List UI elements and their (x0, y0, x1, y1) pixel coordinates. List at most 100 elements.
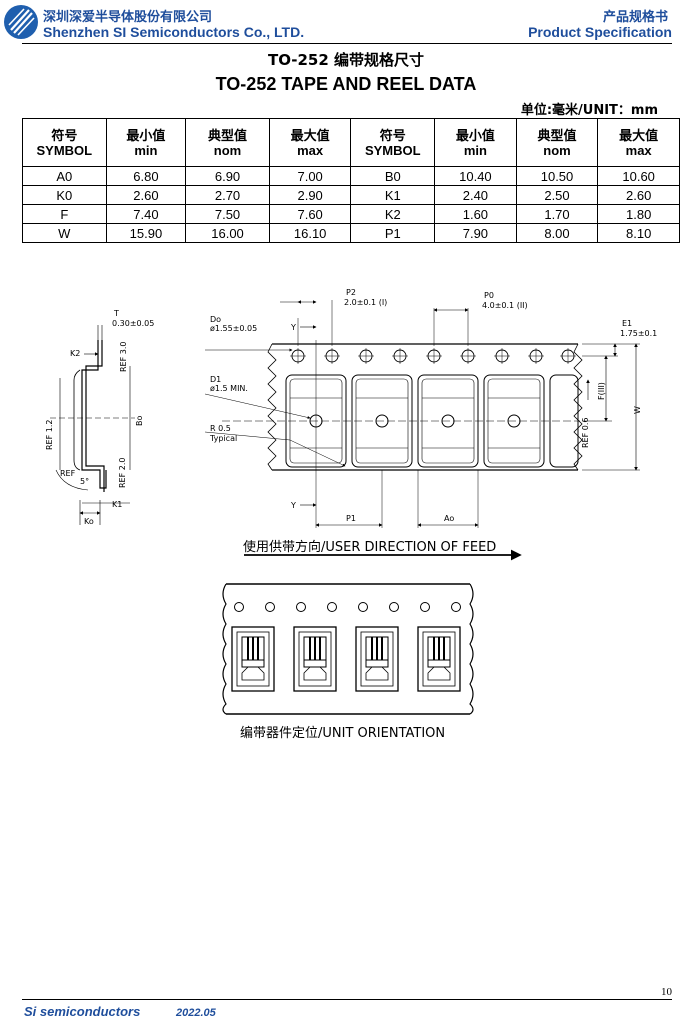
table-cell: K2 (350, 204, 436, 224)
table-row: F 7.40 7.50 7.60 K2 1.60 1.70 1.80 (22, 204, 680, 224)
ao-label: Ao (444, 514, 454, 523)
p2-value: 2.0±0.1 (I) (344, 298, 387, 307)
table-cell: 10.40 (434, 166, 517, 186)
table-cell: 2.50 (515, 185, 599, 205)
table-cell: W (22, 223, 107, 243)
header-cn: 典型值 (537, 127, 577, 143)
table-cell: A0 (22, 166, 107, 186)
page-title-en: TO-252 TAPE AND REEL DATA (215, 74, 477, 94)
table-cell: 8.10 (597, 223, 680, 243)
footer-company: Si semiconductors (24, 1004, 141, 1019)
table-cell: 16.00 (185, 223, 270, 243)
table-cell: 1.60 (434, 204, 517, 224)
component-unit (355, 626, 399, 692)
table-cell: P1 (350, 223, 436, 243)
company-name-en: Shenzhen SI Semiconductors Co., LTD. (43, 24, 305, 40)
d1-value: ø1.5 MIN. (210, 384, 248, 393)
do-value: ø1.55±0.05 (210, 324, 257, 333)
angle-label: 5° (80, 477, 89, 486)
table-cell: 7.90 (434, 223, 517, 243)
ko-label: Ko (84, 517, 94, 526)
p2-label: P2 (346, 288, 356, 297)
table-cell: 7.50 (185, 204, 270, 224)
header-en: min (134, 142, 158, 158)
table-row: W 15.90 16.00 16.10 P1 7.90 8.00 8.10 (22, 223, 680, 243)
header-cn: 最大值 (290, 127, 330, 143)
component-unit (231, 626, 275, 692)
component-unit (417, 626, 461, 692)
footer-date: 2022.05 (176, 1007, 216, 1019)
header-en: nom (213, 142, 242, 158)
table-cell: 1.80 (597, 204, 680, 224)
page-number: 10 (661, 986, 672, 998)
header-en: max (297, 142, 324, 158)
doc-type-cn: 产品规格书 (602, 10, 668, 25)
header-en: SYMBOL (364, 142, 421, 158)
header-divider (22, 43, 672, 44)
header-cn: 最小值 (126, 127, 166, 143)
typical-label: Typical (209, 434, 237, 443)
unit-label: 单位:毫米/UNIT：mm (520, 103, 658, 118)
table-cell: 15.90 (105, 223, 187, 243)
page-title-cn: TO-252 编带规格尺寸 (267, 51, 425, 69)
table-cell: F (22, 204, 107, 224)
table-cell: K1 (350, 185, 436, 205)
y-label-top: Y (290, 323, 296, 332)
sprocket-holes (290, 348, 576, 364)
header-cn: 最小值 (455, 127, 495, 143)
table-cell: 7.40 (105, 204, 187, 224)
doc-type-en: Product Specification (528, 24, 672, 40)
k1-label: K1 (112, 500, 122, 509)
component-unit (293, 626, 337, 692)
f-label: F(III) (597, 382, 606, 400)
do-label: Do (210, 315, 221, 324)
p0-label: P0 (484, 291, 494, 300)
company-name-cn: 深圳深爱半导体股份有限公司 (43, 10, 213, 25)
header-cn: 符号 (379, 127, 406, 143)
k2-label: K2 (70, 349, 80, 358)
table-cell: 10.50 (515, 166, 599, 186)
table-cell: B0 (350, 166, 436, 186)
table-cell: 10.60 (597, 166, 680, 186)
table-cell: 1.70 (515, 204, 599, 224)
t-value: 0.30±0.05 (112, 319, 154, 328)
ref-06-label: REF 0.6 (581, 418, 590, 448)
table-cell: 2.70 (185, 185, 270, 205)
header-cn: 符号 (51, 127, 78, 143)
top-tape-view: Do ø1.55±0.05 Y P2 2.0±0.1 (I) P0 4.0±0.… (204, 288, 657, 528)
table-cell: 6.80 (105, 166, 187, 186)
ref-20-label: REF 2.0 (118, 458, 127, 488)
table-cell: 2.60 (105, 185, 187, 205)
footer-divider (22, 999, 672, 1000)
e1-label: E1 (622, 319, 632, 328)
feed-direction-label: 使用供带方向/USER DIRECTION OF FEED (243, 540, 497, 555)
table-cell: K0 (22, 185, 107, 205)
bo-label: Bo (135, 416, 144, 426)
table-cell: 2.40 (434, 185, 517, 205)
page-header: 深圳深爱半导体股份有限公司 Shenzhen SI Semiconductors… (0, 0, 692, 44)
p0-value: 4.0±0.1 (II) (482, 301, 528, 310)
d1-label: D1 (210, 375, 221, 384)
header-cn: 典型值 (208, 127, 248, 143)
ref-angle-label: REF (60, 469, 76, 478)
table-cell: 2.60 (597, 185, 680, 205)
company-logo-icon (4, 5, 38, 39)
table-cell: 2.90 (268, 185, 352, 205)
unit-orientation-view (222, 583, 474, 715)
ref-30-label: REF 3.0 (119, 342, 128, 372)
table-cell: 16.10 (268, 223, 352, 243)
w-label: W (633, 406, 642, 414)
r-label: R 0.5 (210, 424, 231, 433)
e1-value: 1.75±0.1 (620, 329, 657, 338)
y-label-bottom: Y (290, 501, 296, 510)
p1-label: P1 (346, 514, 356, 523)
